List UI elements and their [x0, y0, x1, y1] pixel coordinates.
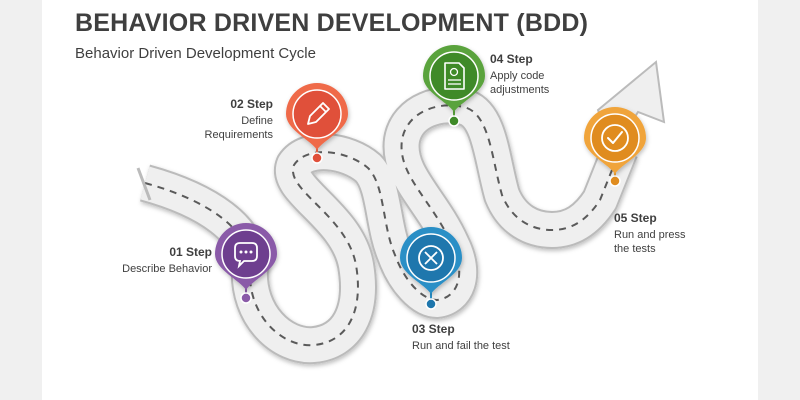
step-01-label: 01 Step	[169, 245, 212, 259]
step-02-dot	[311, 152, 323, 164]
step-03-label: 03 Step	[412, 322, 455, 336]
step-01-dot	[240, 292, 252, 304]
step-05-pin	[584, 107, 646, 187]
chat-bubble-icon	[234, 242, 258, 269]
step-05-label: 05 Step	[614, 211, 657, 225]
step-02-text: 02 Step Define Requirements	[197, 97, 273, 142]
step-01-text: 01 Step Describe Behavior	[102, 245, 212, 276]
page-subtitle: Behavior Driven Development Cycle	[75, 45, 316, 62]
winding-road	[136, 60, 666, 365]
step-03-text: 03 Step Run and fail the test	[412, 322, 552, 353]
step-02-label: 02 Step	[230, 97, 273, 111]
step-04-label: 04 Step	[490, 52, 533, 66]
road-diagram	[136, 45, 666, 365]
step-04-text: 04 Step Apply code adjustments	[490, 52, 572, 97]
step-05-desc: Run and press the tests	[614, 229, 686, 255]
pencil-icon	[307, 102, 330, 125]
step-01-desc: Describe Behavior	[122, 263, 212, 275]
document-icon	[444, 62, 465, 90]
step-03-dot	[425, 298, 437, 310]
step-01-pin	[215, 223, 277, 304]
step-02-pin	[286, 83, 348, 164]
page-title: BEHAVIOR DRIVEN DEVELOPMENT (BDD)	[75, 9, 589, 37]
step-05-text: 05 Step Run and press the tests	[614, 211, 700, 256]
step-03-pin	[400, 227, 462, 310]
step-02-desc: Define Requirements	[204, 115, 273, 141]
step-03-desc: Run and fail the test	[412, 340, 510, 352]
step-05-dot	[609, 175, 621, 187]
step-04-desc: Apply code adjustments	[490, 70, 550, 96]
x-circle-icon	[418, 245, 444, 271]
step-04-pin	[423, 45, 485, 127]
checkmark-icon	[601, 124, 629, 152]
step-04-dot	[448, 115, 460, 127]
slide: BEHAVIOR DRIVEN DEVELOPMENT (BDD) Behavi…	[42, 0, 758, 400]
